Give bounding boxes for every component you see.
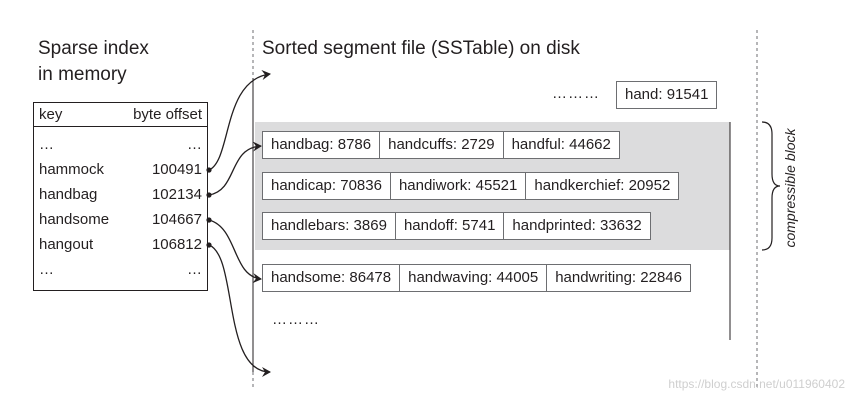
segment-bottom-dots: ……… <box>272 311 320 328</box>
segment-block-row: handlebars: 3869 handoff: 5741 handprint… <box>262 212 651 240</box>
index-row-key: … <box>39 136 54 153</box>
index-title-line1: Sparse index <box>38 38 149 59</box>
segment-top-row: hand: 91541 <box>616 81 718 109</box>
segment-entry: handwriting: 22846 <box>555 269 682 286</box>
index-row-offset: 100491 <box>151 161 202 178</box>
index-row-key: hammock <box>39 161 105 178</box>
segment-top-dots: ……… <box>552 85 600 102</box>
index-header: key byte offset <box>34 103 207 127</box>
segment-entry: handkerchief: 20952 <box>534 177 671 194</box>
arrow-handbag <box>208 141 262 196</box>
segment-after-row: handsome: 86478 handwaving: 44005 handwr… <box>262 264 691 292</box>
segment-entry: handsome: 86478 <box>263 265 401 291</box>
segment-entry: handlebars: 3869 <box>263 213 396 239</box>
index-row-key: handbag <box>39 186 98 203</box>
index-row: … … <box>34 258 207 282</box>
index-title-line2: in memory <box>38 64 127 85</box>
index-row-key: hangout <box>39 236 94 253</box>
segment-entry: handoff: 5741 <box>396 213 505 239</box>
compressible-block-brace <box>761 121 781 251</box>
segment-entry: handicap: 70836 <box>263 173 391 199</box>
index-row: … … <box>34 133 207 157</box>
index-row-offset: 104667 <box>151 211 202 228</box>
segment-title: Sorted segment file (SSTable) on disk <box>262 38 580 59</box>
index-header-key: key <box>39 106 63 123</box>
watermark: https://blog.csdn.net/u011960402 <box>668 377 845 391</box>
segment-entry: handiwork: 45521 <box>391 173 527 199</box>
index-row-offset: … <box>187 261 202 278</box>
index-row: handsome 104667 <box>34 208 207 232</box>
segment-entry: handful: 44662 <box>511 136 611 153</box>
segment-block-row: handbag: 8786 handcuffs: 2729 handful: 4… <box>262 131 620 159</box>
sparse-index-table: key byte offset … … hammock 100491 handb… <box>33 102 208 291</box>
segment-entry: handprinted: 33632 <box>512 217 642 234</box>
index-row: hammock 100491 <box>34 158 207 182</box>
index-row-offset: … <box>187 136 202 153</box>
index-row: hangout 106812 <box>34 233 207 257</box>
segment-block-row: handicap: 70836 handiwork: 45521 handker… <box>262 172 680 200</box>
index-header-offset: byte offset <box>133 106 202 123</box>
segment-entry: handbag: 8786 <box>263 132 381 158</box>
index-row-offset: 106812 <box>151 236 202 253</box>
segment-entry: handcuffs: 2729 <box>380 132 504 158</box>
index-row-key: handsome <box>39 211 110 228</box>
arrow-handsome <box>208 219 262 284</box>
segment-entry: hand: 91541 <box>625 86 709 103</box>
arrow-hangout <box>208 244 271 377</box>
segment-entry: handwaving: 44005 <box>400 265 548 291</box>
index-row-offset: 102134 <box>151 186 202 203</box>
index-row: handbag 102134 <box>34 183 207 207</box>
arrow-hammock <box>208 70 271 171</box>
index-row-key: … <box>39 261 54 278</box>
